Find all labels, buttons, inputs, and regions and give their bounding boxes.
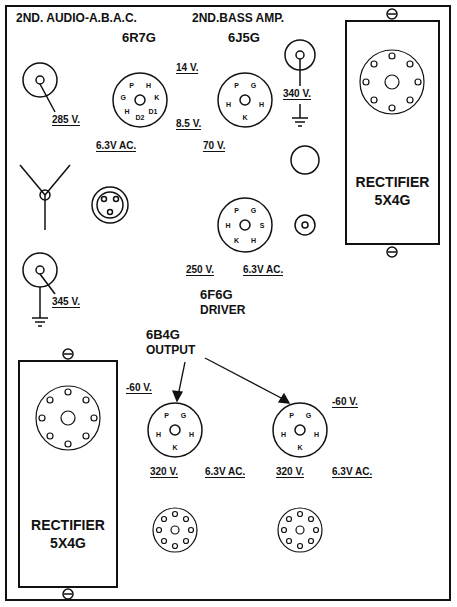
- chassis-border: [6, 6, 450, 600]
- stage-name: 2ND.BASS AMP.: [192, 12, 284, 25]
- stage-name: 2ND. AUDIO-A.B.A.C.: [16, 12, 137, 25]
- voltage-label: 6.3V AC.: [205, 466, 245, 478]
- pin-letter: G: [251, 82, 256, 89]
- pin-letter: H: [189, 431, 194, 438]
- pin-letter: P: [234, 82, 239, 89]
- pin-letter: K: [242, 114, 247, 121]
- rectifier-socket: [36, 50, 424, 450]
- pin-letter: H: [225, 222, 230, 229]
- pin-letter: P: [289, 412, 294, 419]
- pin-letter: K: [234, 236, 239, 243]
- pin-letter: H: [281, 431, 286, 438]
- rectifier-box: RECTIFIER5X4G: [345, 20, 440, 245]
- pin-letter: D2: [136, 114, 145, 121]
- pin-letter: H: [156, 431, 161, 438]
- pin-letter: H: [146, 82, 151, 89]
- leader-arrow: [173, 358, 289, 403]
- voltage-label: 70 V.: [203, 140, 225, 152]
- voltage-label: 6.3V AC.: [332, 466, 372, 478]
- component-name: RECTIFIER: [356, 173, 430, 191]
- pin-letter: G: [121, 94, 126, 101]
- pin-letter: H: [314, 431, 319, 438]
- voltage-label: 14 V.: [176, 62, 198, 74]
- pin-letter: H: [124, 107, 129, 114]
- pin-letter: G: [181, 412, 186, 419]
- pin-letter: D1: [149, 107, 158, 114]
- capacitor-can: [23, 40, 319, 326]
- voltage-label: -60 V.: [126, 382, 152, 394]
- tube-type: 6R7G: [122, 31, 156, 45]
- pin-letter: H: [226, 101, 231, 108]
- pin-letter: H: [251, 236, 256, 243]
- pin-letter: K: [297, 444, 302, 451]
- voltage-label: 6.3V AC.: [96, 140, 136, 152]
- pin-letter: G: [306, 412, 311, 419]
- voltage-label: 345 V.: [52, 296, 80, 308]
- pin-letter: P: [164, 412, 169, 419]
- voltage-label: 320 V.: [276, 466, 304, 478]
- pin-letter: P: [129, 82, 134, 89]
- tube-type: 5X4G: [375, 191, 411, 209]
- tube-type: 6J5G: [228, 31, 260, 45]
- voltage-label: 6.3V AC.: [243, 264, 283, 276]
- tube-socket: [113, 73, 327, 457]
- pin-letter: S: [260, 222, 265, 229]
- voltage-label: 340 V.: [283, 88, 311, 100]
- pin-letter: P: [234, 207, 239, 214]
- voltage-label: 285 V.: [52, 114, 80, 126]
- pin-letter: G: [251, 207, 256, 214]
- octal-socket: [153, 508, 322, 552]
- rectifier-box: RECTIFIER5X4G: [18, 360, 118, 588]
- voltage-label: 8.5 V.: [176, 118, 201, 130]
- voltage-label: 250 V.: [186, 264, 214, 276]
- voltage-label: 320 V.: [150, 466, 178, 478]
- stage-name: OUTPUT: [146, 344, 195, 357]
- tube-type: 6F6G: [200, 288, 233, 302]
- tube-type: 5X4G: [50, 534, 86, 552]
- pin-letter: H: [259, 101, 264, 108]
- tube-type: 6B4G: [146, 328, 180, 342]
- voltage-label: -60 V.: [332, 396, 358, 408]
- pin-letter: K: [154, 94, 159, 101]
- speaker-mount: [20, 165, 128, 230]
- component-name: RECTIFIER: [31, 516, 105, 534]
- pin-letter: K: [172, 444, 177, 451]
- stage-name: DRIVER: [200, 304, 245, 317]
